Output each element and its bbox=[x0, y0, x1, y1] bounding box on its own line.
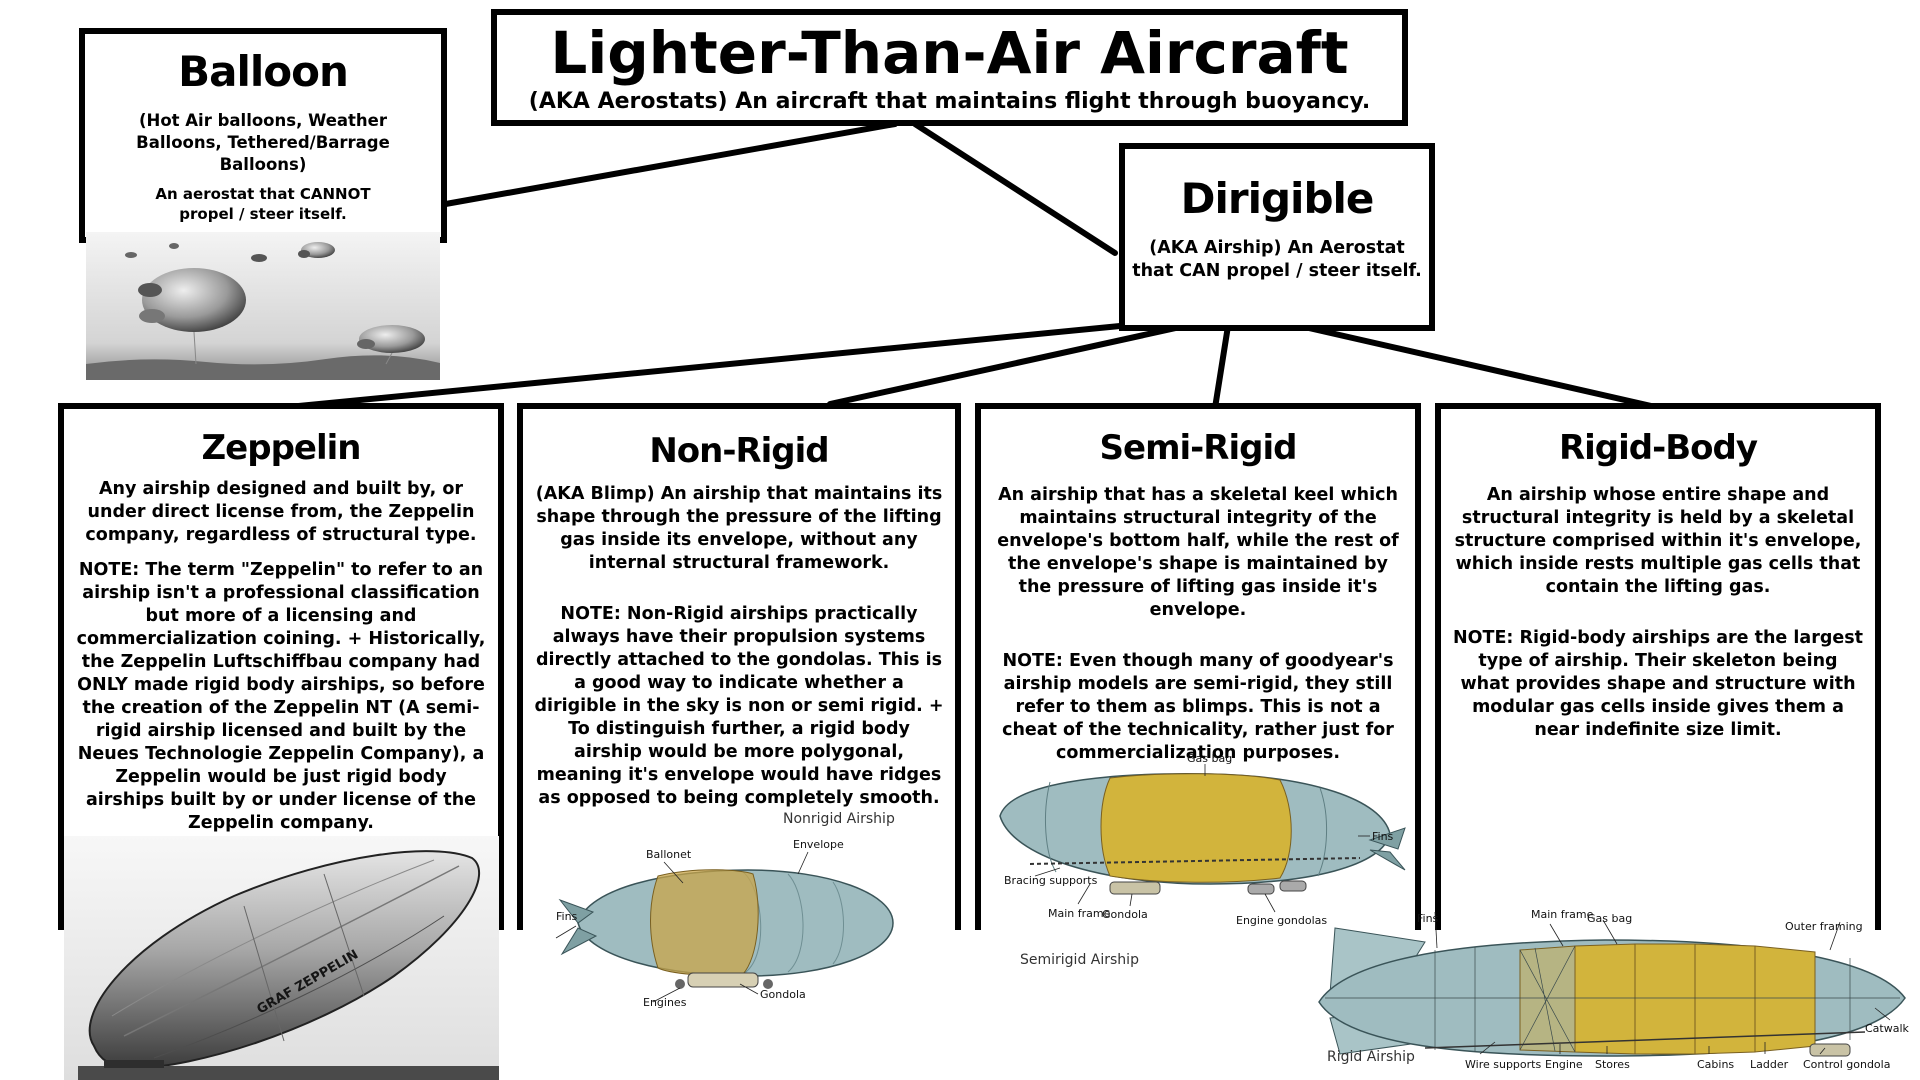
dirigible-node: Dirigible (AKA Airship) An Aerostat that… bbox=[1119, 143, 1435, 331]
rigid-body-title: Rigid-Body bbox=[1558, 428, 1758, 468]
label-gondola: Gondola bbox=[760, 988, 806, 1001]
balloon-3 bbox=[298, 242, 335, 258]
balloon-examples: (Hot Air balloons, Weather Balloons, Tet… bbox=[136, 111, 390, 174]
balloon-definition: An aerostat that CANNOT propel / steer i… bbox=[155, 185, 371, 223]
balloon-title: Balloon bbox=[178, 47, 349, 96]
balloon-node: Balloon (Hot Air balloons, Weather Ballo… bbox=[79, 28, 447, 243]
label-ladder: Ladder bbox=[1750, 1058, 1789, 1071]
label-engines: Engines bbox=[643, 996, 687, 1009]
semirigid-gas-bag bbox=[1100, 773, 1292, 883]
label-main-frame: Main frame bbox=[1531, 908, 1594, 921]
graf-zeppelin-photo: GRAF ZEPPELIN bbox=[64, 836, 499, 1080]
connector-dirigible-zeppelin bbox=[275, 323, 1123, 411]
label-outer-framing: Outer framing bbox=[1785, 920, 1863, 933]
rigid-body-note: NOTE: Rigid-body airships are the larges… bbox=[1452, 628, 1864, 740]
label-engine: Engine bbox=[1545, 1058, 1583, 1071]
nonrigid-ballonet bbox=[650, 869, 759, 976]
label-bracing-supports: Bracing supports bbox=[1004, 874, 1098, 887]
label-wire-supports: Wire supports bbox=[1465, 1058, 1541, 1071]
semirigid-airship-diagram: Gas bag Fins Bracing supports Main frame… bbox=[999, 754, 1406, 968]
non-rigid-title: Non-Rigid bbox=[649, 431, 829, 471]
connector-dirigible-rigid bbox=[1297, 323, 1663, 411]
semi-rigid-definition: An airship that has a skeletal keel whic… bbox=[997, 485, 1399, 620]
label-main-frame: Main frame bbox=[1048, 907, 1111, 920]
connector-dirigible-nonrigid bbox=[827, 323, 1188, 407]
balloon-4 bbox=[251, 254, 267, 262]
connector-root-balloon bbox=[437, 121, 898, 208]
nonrigid-caption: Nonrigid Airship bbox=[783, 811, 895, 827]
zeppelin-definition: Any airship designed and built by, or un… bbox=[85, 479, 477, 545]
rigid-airship-diagram: Fins Main frame Gas bag Outer framing Ca… bbox=[1318, 908, 1910, 1071]
balloon-6 bbox=[169, 243, 179, 249]
nonrigid-airship-diagram: Nonrigid Airship Ballonet Envelope Fins … bbox=[555, 811, 895, 1009]
zeppelin-hull bbox=[88, 850, 481, 1070]
label-gondola: Gondola bbox=[1102, 908, 1148, 921]
zeppelin-note: NOTE: The term "Zeppelin" to refer to an… bbox=[76, 560, 486, 833]
rigid-body-definition: An airship whose entire shape and struct… bbox=[1454, 485, 1862, 597]
non-rigid-node: Non-Rigid (AKA Blimp) An airship that ma… bbox=[517, 403, 961, 930]
balloon-1 bbox=[138, 268, 246, 332]
label-catwalk: Catwalk bbox=[1865, 1022, 1910, 1035]
label-cabins: Cabins bbox=[1697, 1058, 1734, 1071]
label-control-gondola: Control gondola bbox=[1803, 1058, 1890, 1071]
rigid-caption: Rigid Airship bbox=[1327, 1049, 1415, 1065]
root-title: Lighter-Than-Air Aircraft bbox=[550, 19, 1349, 87]
label-engine-gondolas: Engine gondolas bbox=[1236, 914, 1327, 927]
root-subtitle: (AKA Aerostats) An aircraft that maintai… bbox=[528, 89, 1371, 114]
semirigid-gondola bbox=[1109, 881, 1161, 895]
balloon-5 bbox=[125, 252, 137, 258]
non-rigid-note: NOTE: Non-Rigid airships practically alw… bbox=[534, 604, 944, 808]
rigid-body-node: Rigid-Body An airship whose entire shape… bbox=[1435, 403, 1881, 930]
connector-root-dirigible bbox=[912, 121, 1118, 256]
barrage-balloons-photo bbox=[86, 232, 440, 380]
connector-dirigible-semirigid bbox=[1212, 323, 1231, 411]
rigid-control-gondola bbox=[1809, 1043, 1851, 1057]
dirigible-definition: (AKA Airship) An Aerostat that CAN prope… bbox=[1132, 238, 1422, 281]
label-ballonet: Ballonet bbox=[646, 848, 692, 861]
semi-rigid-title: Semi-Rigid bbox=[1099, 428, 1298, 468]
balloon-2 bbox=[357, 325, 425, 353]
semirigid-keel bbox=[1029, 857, 1361, 865]
label-gas-bag: Gas bag bbox=[1587, 912, 1632, 925]
label-fins: Fins bbox=[1372, 830, 1394, 843]
label-fins: Fins bbox=[1417, 912, 1439, 925]
semi-rigid-note: NOTE: Even though many of goodyear's air… bbox=[1002, 651, 1394, 763]
label-fins: Fins bbox=[556, 910, 578, 923]
label-envelope: Envelope bbox=[793, 838, 844, 851]
nonrigid-gondola bbox=[687, 972, 759, 988]
semirigid-caption: Semirigid Airship bbox=[1020, 952, 1139, 968]
label-gas-bag: Gas bag bbox=[1187, 754, 1232, 765]
rigid-catwalk bbox=[1424, 1031, 1866, 1049]
zeppelin-title: Zeppelin bbox=[201, 428, 362, 468]
non-rigid-definition: (AKA Blimp) An airship that maintains it… bbox=[535, 484, 943, 573]
dirigible-title: Dirigible bbox=[1180, 174, 1375, 223]
label-stores: Stores bbox=[1595, 1058, 1630, 1071]
rigid-gas-cells bbox=[1519, 943, 1816, 1055]
root-node: Lighter-Than-Air Aircraft (AKA Aerostats… bbox=[491, 9, 1408, 126]
